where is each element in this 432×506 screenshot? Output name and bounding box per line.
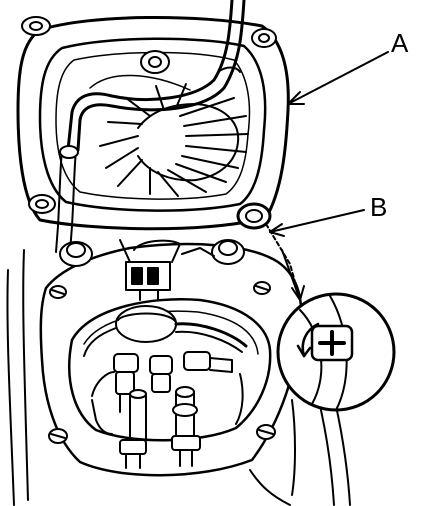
access-cover bbox=[16, 0, 290, 253]
fuel-hose bbox=[66, 0, 246, 152]
screw-detail-callout bbox=[236, 202, 396, 412]
wire-harness bbox=[55, 74, 191, 253]
mounting-plate bbox=[39, 239, 303, 477]
cover-rim bbox=[38, 37, 267, 212]
leader-lines bbox=[269, 51, 389, 237]
cover-ribs bbox=[99, 83, 249, 197]
callout-label-a: A bbox=[391, 28, 409, 58]
plate-studs bbox=[48, 239, 276, 444]
leader-a bbox=[287, 51, 389, 105]
screw-hole-marker bbox=[236, 202, 272, 230]
electrical-connector bbox=[119, 239, 215, 301]
pump-internals bbox=[83, 305, 248, 469]
cover-bolt-holes bbox=[21, 16, 277, 214]
leader-b bbox=[269, 209, 365, 233]
callout-label-b: B bbox=[370, 192, 388, 222]
pump-opening bbox=[68, 298, 272, 442]
